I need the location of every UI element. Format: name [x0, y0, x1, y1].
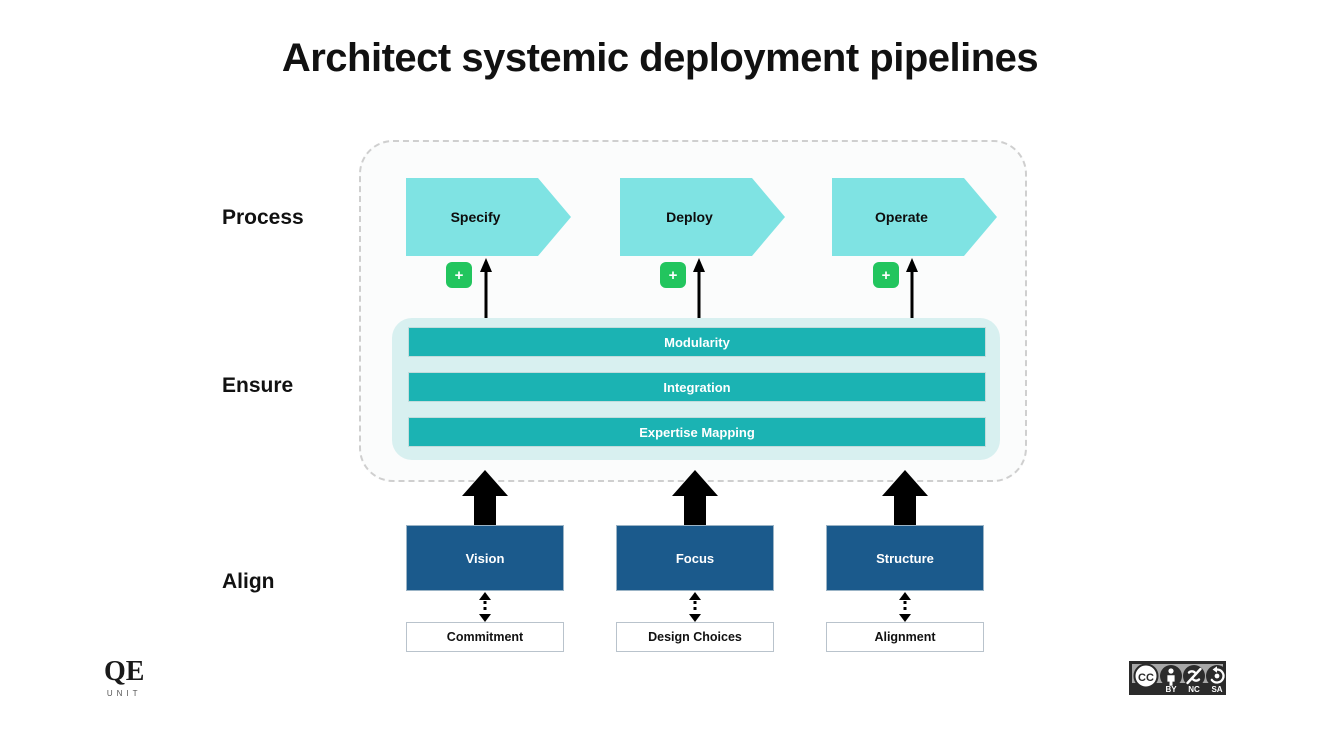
ensure-bar-label: Expertise Mapping: [639, 424, 755, 440]
align-to-ensure-arrow-structure-icon: [882, 470, 928, 528]
align-to-ensure-arrow-vision-icon: [462, 470, 508, 528]
outcome-label: Commitment: [446, 630, 524, 644]
qe-unit-logo: QE UNIT: [104, 656, 145, 699]
svg-text:CC: CC: [1138, 672, 1154, 684]
row-label-ensure: Ensure: [222, 374, 294, 397]
process-step-deploy[interactable]: Deploy: [620, 178, 785, 256]
ensure-bar-label: Modularity: [664, 334, 730, 350]
ensure-bar-expertise-mapping[interactable]: Expertise Mapping: [408, 417, 986, 447]
cc-term-by: BY: [1165, 685, 1177, 694]
outcome-commitment[interactable]: Commitment: [406, 622, 564, 652]
align-driver-vision[interactable]: Vision: [406, 525, 564, 591]
process-step-label: Specify: [450, 209, 501, 225]
outcome-alignment[interactable]: Alignment: [826, 622, 984, 652]
process-step-label: Operate: [875, 209, 928, 225]
row-label-align: Align: [222, 570, 275, 593]
logo-subtitle: UNIT: [106, 689, 142, 698]
add-specify-button[interactable]: +: [446, 262, 472, 288]
outcome-design-choices[interactable]: Design Choices: [616, 622, 774, 652]
align-driver-structure[interactable]: Structure: [826, 525, 984, 591]
process-step-operate[interactable]: Operate: [832, 178, 997, 256]
page-title: Architect systemic deployment pipelines: [281, 36, 1039, 80]
cc-by-nc-sa-icon: CC BY NC SA: [1129, 661, 1228, 695]
bidirectional-arrow-commitment-icon: [479, 592, 491, 622]
row-label-process: Process: [222, 206, 304, 229]
add-deploy-button[interactable]: +: [660, 262, 686, 288]
ensure-bar-modularity[interactable]: Modularity: [408, 327, 986, 357]
bidirectional-arrow-design-choices-icon: [689, 592, 701, 622]
align-driver-label: Vision: [465, 550, 505, 566]
process-step-label: Deploy: [666, 209, 713, 225]
add-operate-button[interactable]: +: [873, 262, 899, 288]
cc-term-nc: NC: [1188, 685, 1200, 694]
process-step-specify[interactable]: Specify: [406, 178, 571, 256]
align-driver-label: Structure: [876, 550, 934, 566]
outcome-label: Design Choices: [648, 630, 742, 644]
align-driver-label: Focus: [675, 550, 715, 566]
bidirectional-arrow-alignment-icon: [899, 592, 911, 622]
ensure-bar-integration[interactable]: Integration: [408, 372, 986, 402]
ensure-bar-label: Integration: [663, 379, 731, 395]
cc-term-sa: SA: [1211, 685, 1222, 694]
logo-mark: QE: [104, 656, 145, 687]
align-to-ensure-arrow-focus-icon: [672, 470, 718, 528]
align-driver-focus[interactable]: Focus: [616, 525, 774, 591]
creative-commons-badge: CC BY NC SA: [1129, 661, 1228, 695]
outcome-label: Alignment: [874, 630, 936, 644]
